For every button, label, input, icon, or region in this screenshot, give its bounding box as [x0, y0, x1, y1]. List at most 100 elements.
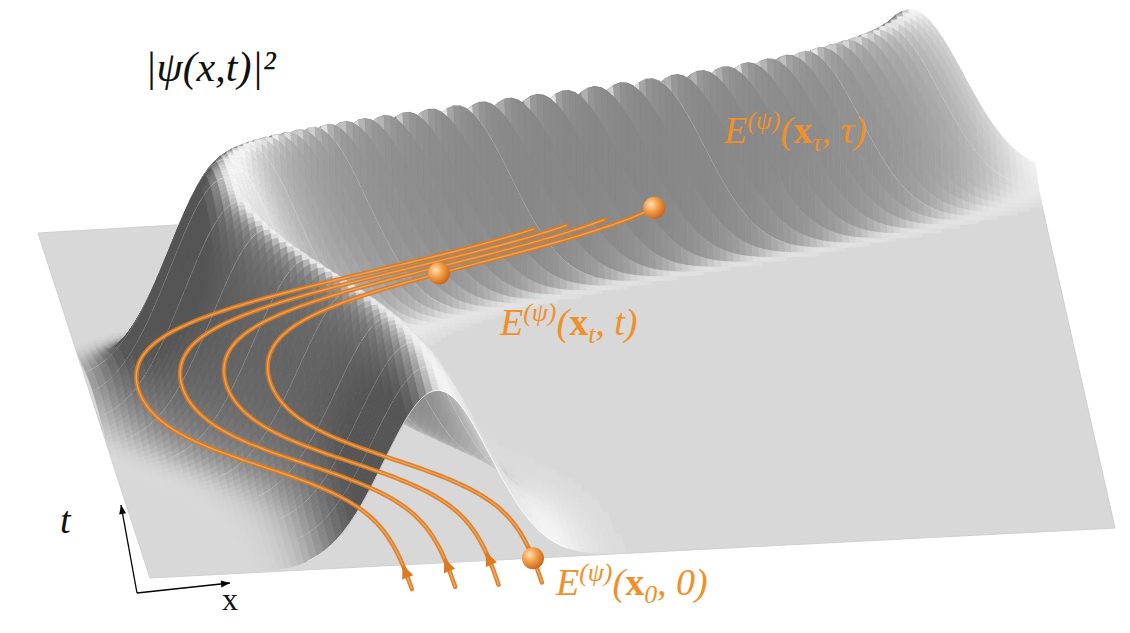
surface-patch — [1008, 198, 1015, 203]
surface-patch — [869, 238, 876, 242]
surface-patch — [1028, 200, 1035, 204]
surface-patch — [984, 216, 991, 220]
surface-patch — [1010, 212, 1017, 216]
surface-patch — [798, 253, 806, 257]
surface-patch — [856, 243, 863, 247]
surface-patch — [695, 266, 702, 271]
surface-patch — [888, 233, 895, 238]
surface-patch — [1008, 204, 1015, 208]
surface-patch — [587, 291, 595, 295]
surface-patch — [920, 229, 927, 233]
surface-patch — [619, 281, 626, 286]
surface-patch — [837, 243, 844, 248]
surface-patch — [792, 253, 799, 257]
surface-patch — [785, 252, 792, 257]
surface-patch — [933, 225, 940, 230]
surface-patch — [644, 276, 651, 281]
surface-patch — [1028, 204, 1035, 208]
surface-patch — [568, 295, 576, 299]
surface-patch — [811, 247, 818, 252]
surface-patch — [927, 229, 934, 233]
surface-patch — [849, 236, 856, 243]
surface-patch — [978, 216, 985, 220]
surface-patch — [836, 233, 843, 243]
surface-patch — [889, 238, 896, 242]
surface-patch — [914, 233, 921, 237]
surface-patch — [1014, 194, 1021, 200]
surface-patch — [1001, 197, 1008, 203]
surface-patch — [818, 248, 825, 253]
surface-patch — [485, 300, 493, 308]
surface-patch — [995, 202, 1002, 208]
surface-patch — [997, 212, 1004, 216]
surface-patch — [983, 206, 990, 212]
surface-patch — [965, 220, 972, 224]
surface-patch — [747, 262, 754, 266]
surface-patch — [1021, 200, 1028, 204]
surface-patch — [939, 225, 946, 229]
surface-patch — [946, 225, 953, 229]
surface-patch — [753, 257, 760, 262]
surface-patch — [619, 286, 627, 290]
surface-patch — [779, 257, 786, 261]
surface-patch — [907, 229, 914, 234]
surface-patch — [989, 207, 996, 212]
surface-patch — [862, 238, 869, 243]
surface-patch — [958, 220, 965, 224]
surface-patch — [683, 272, 691, 276]
surface-patch — [773, 257, 780, 261]
surface-patch — [933, 229, 940, 233]
surface-patch — [1016, 208, 1023, 212]
surface-patch — [996, 208, 1003, 213]
surface-patch — [914, 229, 921, 234]
surface-patch — [837, 247, 844, 251]
surface-patch — [645, 281, 653, 285]
surface-patch — [964, 216, 971, 221]
surface-patch — [991, 216, 998, 220]
surface-patch — [843, 243, 850, 248]
surface-patch — [953, 225, 960, 229]
surface-patch — [901, 234, 908, 238]
surface-patch — [722, 267, 729, 271]
surface-patch — [983, 212, 990, 216]
surface-patch — [581, 291, 589, 295]
surface-patch — [664, 277, 671, 281]
surface-patch — [1027, 196, 1034, 201]
surface-patch — [689, 272, 697, 276]
surface-patch — [990, 212, 997, 216]
surface-patch — [702, 267, 709, 272]
surface-patch — [766, 257, 773, 261]
surface-patch — [696, 272, 704, 276]
surface-patch — [1002, 203, 1009, 208]
surface-patch — [606, 286, 614, 290]
surface-patch — [562, 295, 570, 299]
surface-patch — [708, 267, 715, 271]
surface-patch — [1015, 204, 1022, 208]
surface-patch — [613, 286, 621, 290]
surface-patch — [746, 256, 753, 262]
surface-patch — [754, 262, 761, 266]
surface-patch — [926, 224, 933, 229]
surface-patch — [1035, 204, 1042, 208]
surface-patch — [824, 248, 831, 252]
surface-patch — [812, 252, 819, 256]
surface-patch — [632, 281, 640, 285]
surface-patch — [1022, 208, 1029, 212]
surface-patch — [1033, 192, 1040, 197]
surface-patch — [850, 243, 857, 247]
surface-patch — [977, 211, 984, 216]
surface-patch — [952, 220, 959, 225]
surface-patch — [1034, 200, 1041, 204]
surface-patch — [882, 238, 889, 242]
surface-patch — [779, 252, 786, 258]
surface-patch — [715, 267, 722, 271]
surface-patch — [863, 243, 870, 247]
surface-patch — [881, 233, 888, 239]
surface-patch — [734, 262, 741, 267]
surface-patch — [657, 277, 664, 281]
surface-patch — [945, 220, 952, 225]
surface-patch — [1003, 208, 1010, 212]
surface-patch — [805, 252, 812, 256]
surface-patch — [638, 281, 646, 285]
